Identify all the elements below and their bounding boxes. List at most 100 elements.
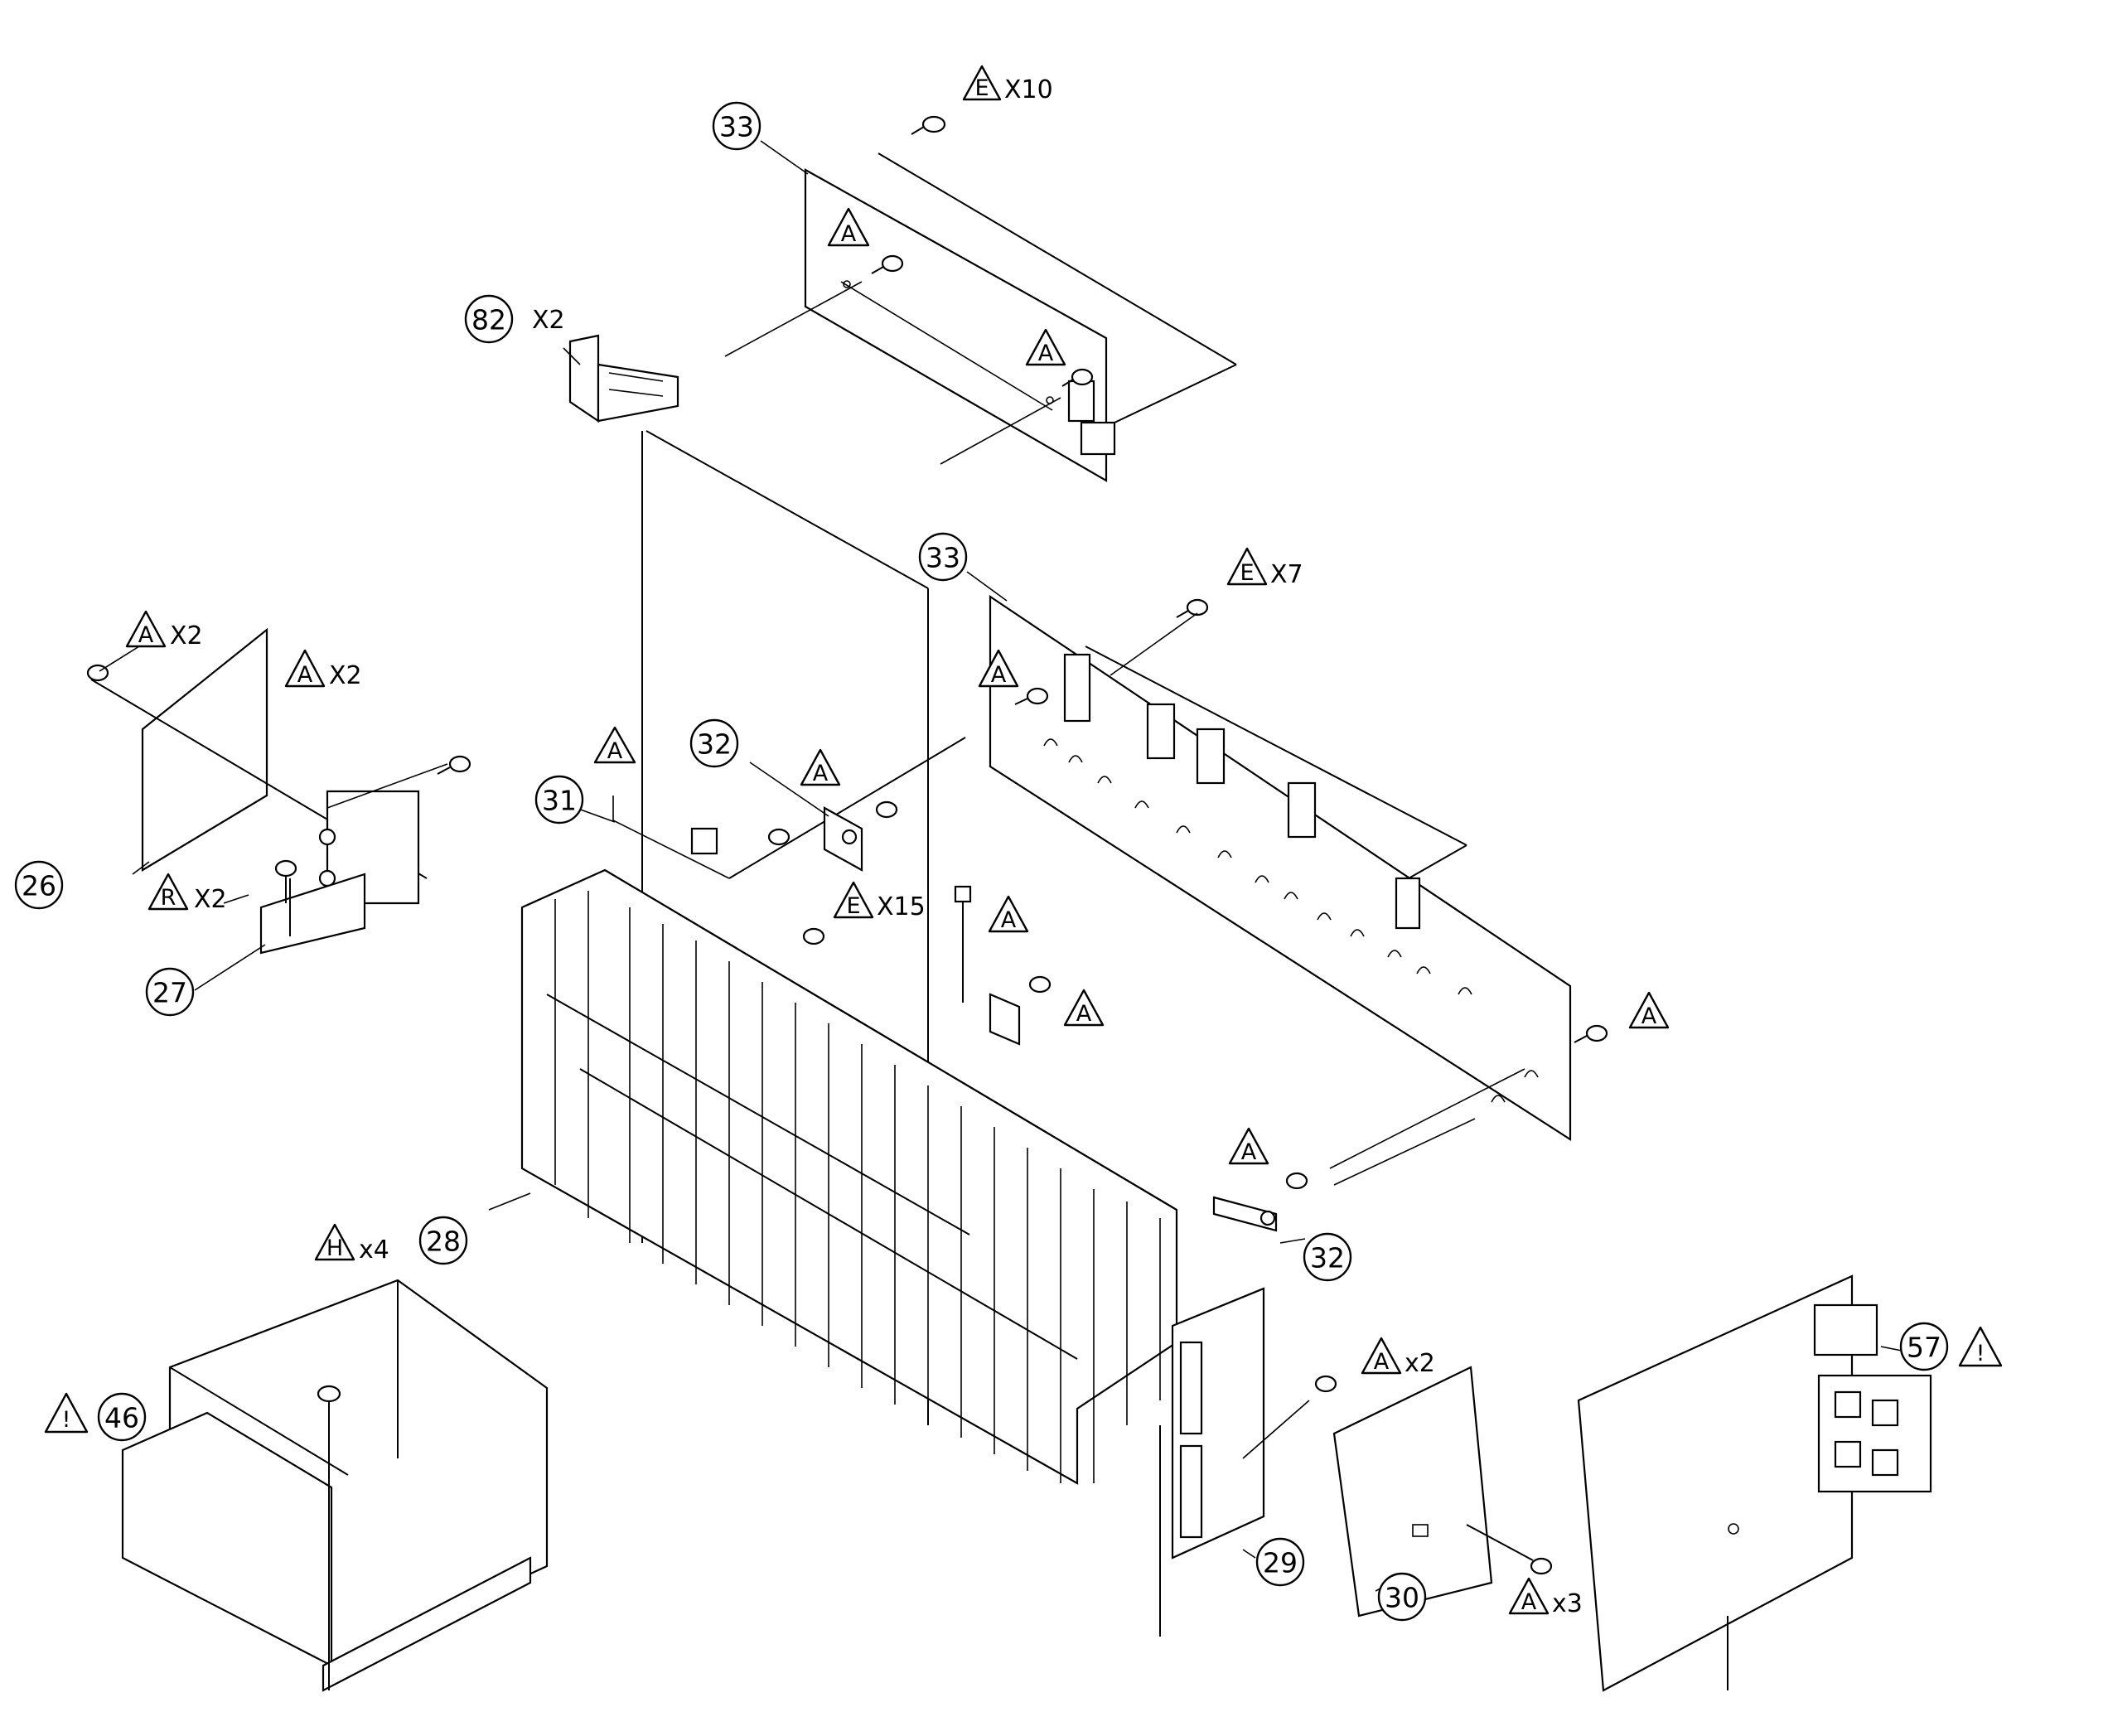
svg-text:X2: X2 — [170, 621, 203, 650]
screw-icon — [274, 859, 297, 903]
pcb-board-57 — [1577, 1274, 1932, 1692]
callout-bubble: 29 — [1255, 1537, 1305, 1587]
svg-text:X7: X7 — [1270, 560, 1303, 589]
screw-icon — [1314, 1375, 1337, 1393]
svg-text:X10: X10 — [1004, 75, 1053, 104]
svg-text:!: ! — [1976, 1341, 1985, 1366]
callout-bubble: 28 — [418, 1216, 468, 1265]
svg-text:32: 32 — [1310, 1242, 1345, 1274]
callout-bubble: 26 — [14, 860, 64, 910]
callout-bubble: 33 — [918, 532, 968, 582]
transformer-46 — [121, 1279, 549, 1692]
callout-bubble: 30 — [1377, 1572, 1427, 1622]
fastener-tag: A — [988, 895, 1029, 933]
svg-text:R: R — [161, 885, 176, 911]
svg-text:29: 29 — [1263, 1547, 1298, 1579]
fastener-tag: A — [800, 748, 841, 786]
bracket-29 — [1159, 1287, 1265, 1637]
svg-text:E: E — [974, 75, 989, 101]
fastener-tag: A — [978, 649, 1019, 688]
clip-32-upper — [767, 800, 898, 872]
svg-text:27: 27 — [152, 977, 187, 1009]
svg-text:32: 32 — [697, 728, 732, 761]
fastener-tag: A — [1025, 328, 1066, 366]
bracket-26 — [86, 627, 471, 905]
svg-text:31: 31 — [542, 785, 577, 817]
svg-text:x4: x4 — [359, 1236, 389, 1265]
svg-text:A: A — [841, 221, 857, 247]
screw-icon — [1285, 1172, 1308, 1190]
fastener-tag: H x4 — [314, 1223, 389, 1265]
fastener-tag: E X10 — [962, 65, 1053, 104]
callout-bubble: 32 — [1303, 1232, 1352, 1282]
svg-text:A: A — [138, 622, 154, 648]
callout-bubble: 32 — [689, 718, 739, 768]
fastener-tag: E X15 — [833, 881, 926, 921]
screw-icon — [1574, 1024, 1608, 1043]
screw-icon — [437, 755, 471, 775]
pcb-board-33-side — [989, 594, 1608, 1169]
svg-text:57: 57 — [1907, 1332, 1941, 1364]
screw-icon — [1466, 1524, 1553, 1575]
svg-text:A: A — [297, 662, 313, 688]
fastener-tag: A — [593, 726, 636, 764]
fastener-tag: A x3 — [1508, 1577, 1583, 1618]
svg-text:X2: X2 — [329, 661, 362, 690]
heatsink-assembly-28 — [520, 868, 1178, 1485]
callout-bubble: 33 — [712, 101, 761, 151]
pcb-board-30 — [1242, 1366, 1553, 1618]
fastener-tag: A — [1228, 1127, 1269, 1165]
screw-icon — [802, 927, 825, 945]
heatsink-tabs — [1063, 653, 1421, 930]
fastener-tag: R X2 — [147, 873, 227, 914]
svg-text:!: ! — [62, 1407, 71, 1433]
svg-text:A: A — [1038, 341, 1054, 366]
svg-text:A: A — [991, 662, 1007, 688]
callout-bubble: 27 — [145, 967, 195, 1017]
svg-text:A: A — [1521, 1589, 1537, 1615]
svg-text:E: E — [1240, 560, 1254, 586]
screw-icon — [1176, 598, 1209, 618]
fastener-tag: A — [1628, 991, 1670, 1029]
screw-icon — [1061, 368, 1094, 387]
svg-text:A: A — [607, 738, 623, 764]
fastener-tag: A — [1063, 989, 1105, 1027]
fastener-tag: A x2 — [1361, 1337, 1435, 1378]
svg-text:x3: x3 — [1552, 1589, 1583, 1618]
screw-icon — [317, 1385, 341, 1690]
warning-icon: ! — [44, 1392, 89, 1434]
svg-text:X15: X15 — [877, 892, 926, 921]
svg-text:E: E — [846, 893, 860, 919]
callout-bubble: 57 — [1899, 1322, 1949, 1371]
svg-text:A: A — [1001, 907, 1017, 933]
svg-text:X2: X2 — [532, 306, 565, 335]
screw-icon — [875, 800, 898, 819]
clip-31 — [612, 737, 966, 879]
screw-icon — [871, 254, 904, 274]
svg-text:33: 33 — [926, 542, 960, 574]
svg-text:A: A — [1641, 1003, 1657, 1029]
svg-text:30: 30 — [1385, 1582, 1419, 1614]
fastener-tag: A X2 — [284, 649, 362, 690]
fastener-tag: A X2 — [125, 610, 203, 650]
callout-bubble: 46 — [97, 1392, 147, 1442]
svg-text:X2: X2 — [194, 885, 227, 914]
connector-block — [1817, 1374, 1932, 1493]
svg-text:82: 82 — [471, 304, 506, 336]
svg-text:A: A — [1374, 1349, 1390, 1375]
screw-icon — [1014, 687, 1049, 705]
screw-icon — [911, 115, 946, 135]
svg-text:H: H — [326, 1236, 343, 1261]
fastener-tag: A — [827, 207, 870, 247]
bracket-27 — [259, 859, 366, 955]
svg-text:A: A — [1076, 1001, 1092, 1027]
screw-icon — [1028, 975, 1052, 994]
svg-text:26: 26 — [22, 870, 56, 902]
svg-text:46: 46 — [104, 1402, 139, 1434]
warning-icon: ! — [1958, 1326, 2003, 1367]
svg-text:A: A — [1241, 1139, 1257, 1165]
callout-bubble: 82 X2 — [464, 294, 565, 344]
svg-text:x2: x2 — [1405, 1349, 1435, 1378]
fastener-tag: E X7 — [1226, 547, 1303, 589]
